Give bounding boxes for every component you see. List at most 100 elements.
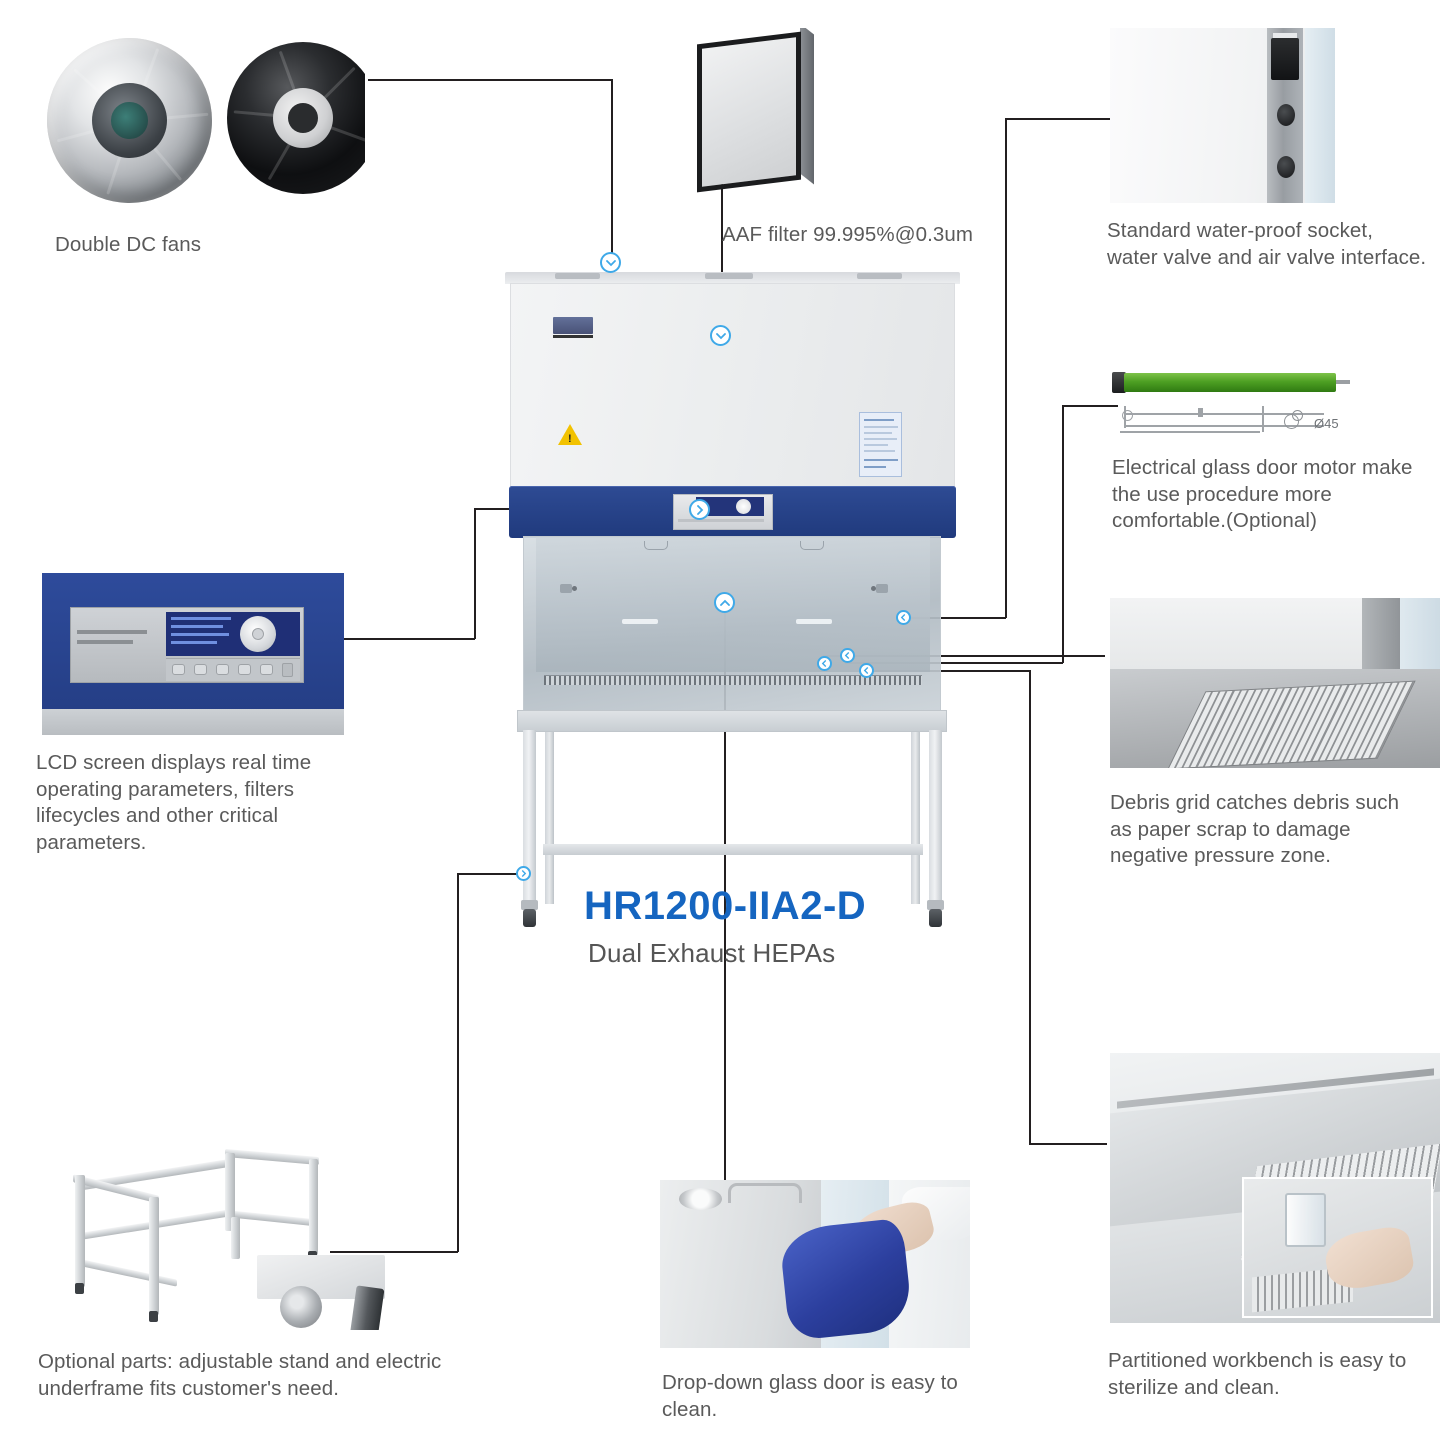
photo-hepa-filter [697, 28, 827, 198]
workbench-detail-inset [1242, 1177, 1434, 1318]
hinge-pin-left [572, 586, 577, 591]
caster-left [521, 900, 538, 927]
hinge-pin-right [871, 586, 876, 591]
stand-leg-inner-right [911, 732, 920, 904]
marker-motor[interactable] [817, 656, 832, 671]
caption-debris-grid: Debris grid catches debris such as paper… [1110, 791, 1400, 867]
brand-logo-underline [553, 335, 593, 338]
caption-door-cleaning: Drop-down glass door is easy to clean. [662, 1371, 958, 1421]
debris-grid-mesh [1167, 680, 1416, 768]
line-motor-v [1062, 405, 1064, 663]
fan-impeller-black [227, 42, 365, 194]
marker-bench[interactable] [859, 663, 874, 678]
marker-door[interactable] [714, 592, 735, 613]
workbench-glass-jar [1285, 1192, 1327, 1248]
stand-cross-rail [543, 844, 923, 855]
cabinet-base-ledge [517, 710, 947, 732]
line-debris [823, 655, 1105, 657]
line-socket-a [1005, 118, 1117, 120]
lcd-brand-text [77, 630, 147, 634]
line-bench-v [1029, 670, 1031, 1143]
caption-double-dc-fans: Double DC fans [55, 233, 202, 256]
lcd-button-row[interactable] [166, 658, 300, 681]
motor-shaft-tip [1336, 380, 1350, 384]
stand-post-front-left [75, 1175, 85, 1287]
caster-bracket-right [927, 900, 944, 910]
caption-lcd-panel: LCD screen displays real time operating … [36, 751, 312, 854]
lcd-brand-sub [77, 640, 133, 644]
control-knob[interactable] [736, 499, 751, 514]
control-panel[interactable] [673, 494, 773, 530]
biosafety-cabinet-illustration: ! [505, 272, 960, 932]
marker-stand[interactable] [516, 866, 531, 881]
line-lcd-v [474, 508, 476, 639]
caption-waterproof-socket: Standard water-proof socket, water valve… [1107, 219, 1427, 269]
line-door [724, 602, 726, 1180]
product-model-title: HR1200-IIA2-D [584, 884, 867, 928]
line-bench-b [1029, 1143, 1107, 1145]
marker-filter[interactable] [710, 325, 731, 346]
caption-hepa-filter: AAF filter 99.995%@0.3um [722, 223, 974, 246]
line-lcd-a [343, 638, 475, 640]
underframe-actuator [349, 1284, 385, 1330]
stand-rail-low-right [231, 1210, 317, 1227]
socket-side-glass [1305, 28, 1335, 203]
line-filter [721, 160, 723, 330]
stand-foot-left [75, 1283, 84, 1294]
line-motor-b [845, 662, 1063, 664]
photo-debris-grid [1110, 598, 1440, 768]
stand-rail-top-right [225, 1148, 319, 1166]
cleaning-hinge [678, 1188, 722, 1211]
line-stand-v [457, 873, 459, 1252]
caption-door-motor: Electrical glass door motor make the use… [1112, 456, 1413, 532]
warning-triangle-icon [558, 424, 582, 445]
marker-debris[interactable] [840, 648, 855, 663]
stand-foot-mid [149, 1311, 158, 1322]
caster-wheel-right [929, 909, 942, 927]
caption-partitioned-workbench: Partitioned workbench is easy to sterili… [1108, 1349, 1407, 1399]
sash-hinge-left [560, 584, 577, 593]
motor-tube [1124, 373, 1336, 392]
caster-right [927, 900, 944, 927]
line-socket-b [904, 617, 1006, 619]
stand-rail-low [77, 1258, 177, 1287]
sash-handle-left[interactable] [644, 541, 668, 550]
stand-leg-inner-left [545, 732, 554, 904]
work-chamber [523, 536, 941, 711]
stand-post-back-left [231, 1217, 240, 1259]
hepa-filter-face [697, 31, 801, 193]
sash-handle-right[interactable] [800, 541, 824, 550]
photo-waterproof-socket [1110, 28, 1335, 203]
top-vent-right [857, 273, 902, 279]
cabinet-upper-body: ! [510, 283, 955, 488]
lcd-dpad[interactable] [240, 616, 276, 652]
fan-impeller-silver [47, 38, 212, 203]
marker-socket[interactable] [896, 610, 911, 625]
underframe-caster [280, 1286, 323, 1328]
line-fans [368, 79, 613, 81]
line-socket-v [1005, 118, 1007, 618]
control-button-row[interactable] [678, 519, 764, 522]
stand-leg-outer-left [523, 730, 536, 906]
stand-post-back-right [309, 1159, 318, 1255]
caption-optional-stand: Optional parts: adjustable stand and ele… [38, 1350, 442, 1400]
spec-label-plate [859, 412, 902, 477]
photo-partitioned-workbench [1110, 1053, 1440, 1323]
marker-fans[interactable] [600, 252, 621, 273]
line-motor-a [1062, 405, 1118, 407]
photo-lcd-panel [42, 573, 344, 735]
sash-hinge-right [871, 584, 888, 593]
marker-lcd[interactable] [689, 499, 710, 520]
chamber-light-left [622, 619, 658, 624]
lcd-panel-bezel [70, 607, 304, 683]
stand-post-mid-right [225, 1153, 235, 1231]
air-valve-port [1277, 156, 1295, 178]
photo-electric-underframe [257, 1255, 385, 1330]
debris-grid [544, 675, 922, 685]
photo-optional-stand [45, 1145, 385, 1330]
water-valve-port [1277, 104, 1295, 126]
line-bench-a [866, 670, 1029, 672]
chamber-light-right [796, 619, 832, 624]
lcd-photo-ledge [42, 709, 344, 735]
cabinet-control-band [509, 486, 956, 538]
